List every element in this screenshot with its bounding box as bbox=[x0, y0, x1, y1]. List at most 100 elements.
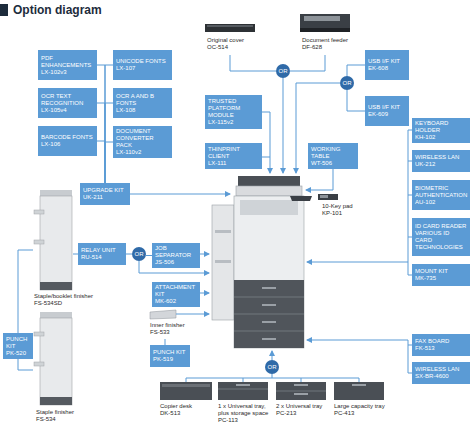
document-feeder-picture bbox=[300, 14, 350, 32]
document-feeder-picture-part bbox=[300, 28, 350, 32]
copier-machine-part bbox=[262, 321, 276, 323]
universal-tray-storage-picture bbox=[218, 382, 268, 400]
or-label: OR bbox=[279, 68, 288, 75]
model-code: LX-115v2 bbox=[208, 119, 259, 126]
option-name: ID CARD READER bbox=[415, 223, 467, 230]
model-code: UK-211 bbox=[83, 194, 127, 201]
option-box: BIOMETRIC AUTHENTICATIONAU-102 bbox=[412, 180, 470, 210]
leader-line-part bbox=[272, 351, 273, 360]
universal-tray-storage-picture-part bbox=[218, 389, 268, 390]
label-group: Copier deskDK-513 bbox=[160, 403, 214, 417]
label-group: 2 x Universal trayPC-213 bbox=[276, 403, 332, 417]
model-code: UK-212 bbox=[415, 161, 467, 168]
option-box: WORKING TABLEWT-506 bbox=[308, 143, 358, 169]
leader-line-part bbox=[18, 250, 33, 333]
option-name: PUNCH KIT bbox=[6, 336, 30, 350]
or-circle: OR bbox=[132, 247, 146, 261]
option-name: DOCUMENT CONVERTER PACK bbox=[116, 128, 169, 149]
part-label: PC-413 bbox=[334, 410, 390, 417]
part-label: Inner finisher bbox=[150, 322, 210, 329]
copier-machine-part bbox=[234, 314, 304, 315]
option-name: USB I/F KIT bbox=[368, 104, 406, 111]
or-circle: OR bbox=[276, 64, 290, 78]
staple-finisher-picture-part bbox=[34, 332, 44, 336]
part-label: FS-533 bbox=[150, 329, 210, 336]
model-code: LX-108 bbox=[116, 107, 169, 114]
part-label: OC-514 bbox=[207, 44, 267, 51]
or-label: OR bbox=[343, 80, 352, 87]
original-cover-picture-part bbox=[205, 24, 255, 32]
part-label: Copier desk bbox=[160, 403, 214, 410]
option-name: WIRELESS LAN bbox=[415, 154, 467, 161]
part-label: Original cover bbox=[207, 37, 267, 44]
two-universal-tray-picture-part bbox=[276, 382, 326, 400]
model-code: LX-110v2 bbox=[116, 149, 169, 156]
keypad-picture-part bbox=[318, 194, 338, 200]
part-label: 2 x Universal tray bbox=[276, 403, 332, 410]
option-name: WORKING TABLE bbox=[311, 146, 355, 160]
original-cover-picture bbox=[205, 24, 255, 32]
connector bbox=[97, 141, 105, 183]
leader-line-part bbox=[307, 262, 408, 263]
copier-machine-part bbox=[236, 186, 302, 196]
model-code: LX-107 bbox=[116, 65, 169, 72]
connector bbox=[105, 142, 113, 183]
staple-booklet-finisher-picture-part bbox=[34, 240, 44, 244]
copier-machine-part bbox=[262, 304, 276, 306]
option-name: PDF ENHANCEMENTS bbox=[41, 55, 94, 69]
part-label: PC-213 bbox=[276, 410, 332, 417]
leader-line-part bbox=[230, 55, 276, 71]
option-name: BARCODE FONTS bbox=[41, 134, 94, 141]
option-name: UPGRADE KIT bbox=[83, 187, 127, 194]
option-box: UNICODE FONTSLX-107 bbox=[113, 50, 172, 80]
two-universal-tray-picture-part bbox=[294, 393, 308, 395]
copier-desk-picture-part bbox=[162, 384, 210, 387]
universal-tray-storage-picture-part bbox=[236, 384, 250, 386]
option-box: BARCODE FONTSLX-106 bbox=[38, 126, 97, 156]
inner-finisher-picture-part bbox=[150, 310, 176, 319]
part-label: DK-513 bbox=[160, 410, 214, 417]
part-label: 10-Key pad bbox=[322, 203, 382, 210]
leader-line-part bbox=[283, 78, 284, 173]
leader-line-part bbox=[408, 130, 409, 275]
leader-line-part bbox=[186, 374, 359, 382]
label-group: Original coverOC-514 bbox=[207, 37, 267, 51]
option-name: MOUNT KIT bbox=[415, 268, 467, 275]
option-box: MOUNT KITMK-735 bbox=[412, 264, 470, 286]
label-group: Inner finisherFS-533 bbox=[150, 322, 210, 336]
option-box: WIRELESS LANUK-212 bbox=[412, 150, 470, 172]
model-code: WT-506 bbox=[311, 160, 355, 167]
large-capacity-tray-picture-part bbox=[334, 382, 384, 400]
part-label: 1 x Universal tray, plus storage space bbox=[218, 403, 274, 417]
model-code: EK-609 bbox=[368, 111, 406, 118]
leader-line-part bbox=[130, 194, 230, 195]
option-name: OCR A AND B FONTS bbox=[116, 93, 169, 107]
model-code: JS-506 bbox=[155, 259, 197, 266]
option-box: DOCUMENT CONVERTER PACKLX-110v2 bbox=[113, 126, 172, 158]
leader-line bbox=[18, 55, 412, 382]
document-feeder-picture-part bbox=[304, 16, 340, 21]
copier-desk-picture bbox=[160, 382, 212, 400]
copier-machine-part bbox=[262, 287, 276, 289]
part-label: FS-534 bbox=[36, 416, 106, 423]
copier-desk-picture-part bbox=[160, 382, 212, 400]
staple-booklet-finisher-picture bbox=[34, 190, 72, 290]
option-box: UPGRADE KITUK-211 bbox=[80, 183, 130, 205]
or-label: OR bbox=[135, 251, 144, 258]
copier-machine bbox=[212, 176, 312, 348]
copier-machine-part bbox=[212, 205, 234, 320]
option-box: THINPRINT CLIENTLX-111 bbox=[205, 143, 262, 169]
label-group: Document feederDF-628 bbox=[302, 37, 362, 51]
staple-booklet-finisher-picture-part bbox=[40, 282, 72, 290]
option-box: JOB SEPARATORJS-506 bbox=[152, 243, 200, 268]
staple-booklet-finisher-picture-part bbox=[40, 190, 72, 196]
staple-finisher-picture-part bbox=[40, 318, 72, 405]
staple-booklet-finisher-picture-part bbox=[34, 210, 44, 214]
model-code: FK-513 bbox=[415, 345, 467, 352]
leader-line-part bbox=[307, 340, 408, 341]
option-name: WIRELESS LAN bbox=[415, 366, 467, 373]
part-label: Staple finisher bbox=[36, 409, 106, 416]
leader-line-part bbox=[18, 359, 33, 370]
